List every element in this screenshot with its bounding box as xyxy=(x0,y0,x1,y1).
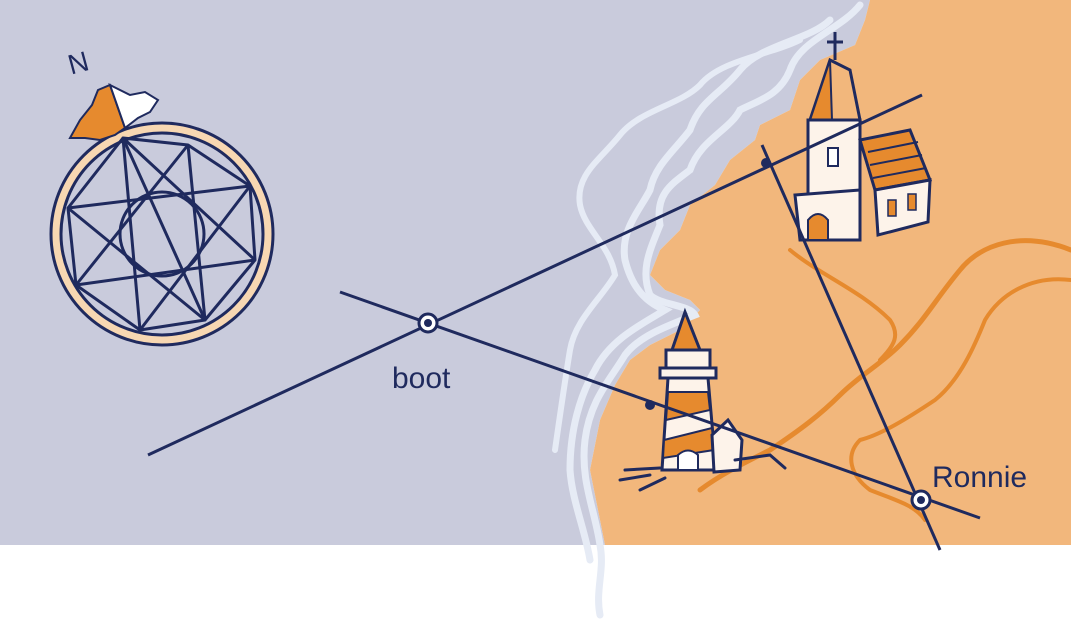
dot-lighthouse-sighting xyxy=(645,400,655,410)
coast-wave-2 xyxy=(566,16,834,564)
dot-church-sighting xyxy=(761,158,771,168)
road-main xyxy=(697,238,1071,493)
road-branch xyxy=(788,248,898,362)
ronnie-label: Ronnie xyxy=(932,461,1027,494)
coast-wave-3 xyxy=(552,37,803,453)
bearing-line-lighthouse xyxy=(339,290,981,520)
compass-north-flag-white xyxy=(108,83,160,130)
compass-star-lines xyxy=(67,136,257,331)
bearing-line-ronnie xyxy=(760,144,942,551)
boat-point: boot xyxy=(392,312,451,395)
church-icon xyxy=(793,32,933,242)
ronnie-point: Ronnie xyxy=(910,461,1027,511)
bearing-line-church xyxy=(147,93,923,457)
lighthouse-icon xyxy=(618,307,787,492)
bearing-lines xyxy=(147,93,981,551)
compass-rose: N xyxy=(49,45,275,347)
coast-wave-1 xyxy=(580,1,864,619)
road-secondary xyxy=(849,277,1071,522)
boat-label: boot xyxy=(392,362,451,395)
